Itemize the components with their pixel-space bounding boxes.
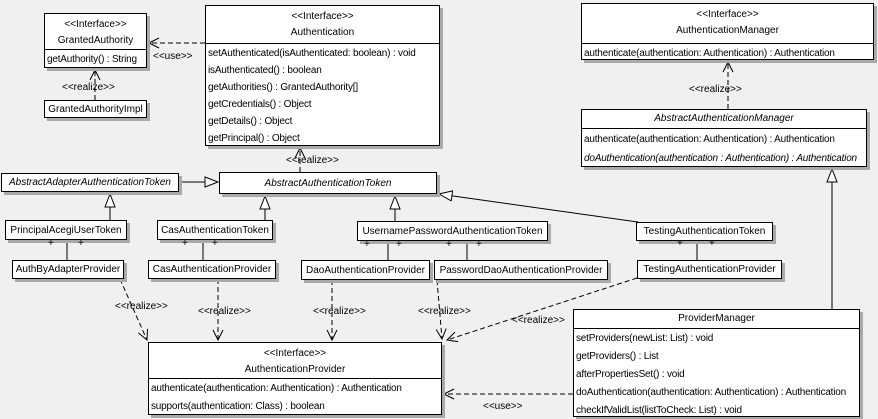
method-line: getAuthority() : String [47, 54, 137, 65]
association-plus-mark: + [182, 238, 188, 249]
realize-stereotype-label: <<realize>> [689, 84, 742, 95]
class-name: UsernamePasswordAuthenticationToken [362, 225, 543, 237]
method-line: getAuthorities() : GrantedAuthority[] [208, 82, 358, 93]
methods-compartment: authenticate(authentication: Authenticat… [149, 379, 441, 414]
association-plus-mark: + [212, 238, 218, 249]
class-name: AuthenticationProvider [244, 364, 346, 375]
class-abstract-authentication-manager[interactable]: AbstractAuthenticationManager authentica… [581, 109, 867, 167]
class-name: Authentication [290, 27, 355, 38]
class-authentication-provider[interactable]: <<Interface>> AuthenticationProvider aut… [148, 342, 442, 415]
realize-stereotype-label: <<realize>> [115, 301, 168, 312]
association-plus-mark: + [677, 238, 683, 249]
class-name: CasAuthenticationToken [161, 224, 269, 236]
method-line: afterPropertiesSet() : void [576, 369, 685, 380]
stereotype-label: <<Interface>> [263, 348, 327, 359]
class-title: <<Interface>> AuthenticationProvider [149, 343, 441, 379]
class-granted-authority[interactable]: <<Interface>> GrantedAuthority getAuthor… [44, 13, 147, 68]
realize-stereotype-label: <<realize>> [313, 306, 366, 317]
realize-stereotype-label: <<realize>> [512, 315, 565, 326]
class-name: AuthByAdapterProvider [15, 264, 121, 275]
class-testing-authentication-provider[interactable]: TestingAuthenticationProvider [637, 260, 782, 279]
class-name: AbstractAuthenticationToken [264, 177, 392, 189]
association-plus-mark: + [364, 239, 370, 250]
association-plus-mark: + [396, 239, 402, 250]
class-abstract-adapter-authentication-token[interactable]: AbstractAdapterAuthenticationToken [1, 173, 179, 192]
methods-compartment: authenticate(authentication: Authenticat… [582, 129, 866, 166]
method-line: authenticate(authentication: Authenticat… [151, 383, 402, 394]
method-line: checkIfValidList(listToCheck: List) : vo… [576, 405, 742, 416]
association-plus-mark: + [476, 239, 482, 250]
class-name: TestingAuthenticationProvider [643, 264, 776, 275]
method-line: isAuthenticated() : boolean [208, 65, 322, 76]
method-line: getPrincipal() : Object [208, 133, 300, 144]
class-testing-authentication-token[interactable]: TestingAuthenticationToken [636, 222, 773, 241]
class-name: DaoAuthenticationProvider [306, 264, 425, 276]
method-line: setAuthenticated(isAuthenticated: boolea… [208, 48, 416, 59]
class-title: <<Interface>> GrantedAuthority [45, 14, 146, 50]
class-name: GrantedAuthority [57, 35, 134, 46]
class-name: AuthenticationManager [676, 25, 779, 36]
class-name: CasAuthenticationProvider [152, 264, 272, 275]
class-cas-authentication-provider[interactable]: CasAuthenticationProvider [148, 260, 276, 279]
methods-compartment: setAuthenticated(isAuthenticated: boolea… [206, 44, 439, 145]
class-title: <<Interface>> AuthenticationManager [582, 4, 873, 44]
realize-stereotype-label: <<realize>> [286, 155, 339, 166]
methods-compartment: authenticate(authentication: Authenticat… [582, 44, 873, 59]
class-abstract-authentication-token[interactable]: AbstractAuthenticationToken [219, 172, 437, 194]
class-title: <<Interface>> Authentication [206, 6, 439, 44]
class-auth-by-adapter-provider[interactable]: AuthByAdapterProvider [12, 260, 124, 279]
use-stereotype-label: <<use>> [483, 401, 523, 412]
method-line: doAuthentication(authentication: Authent… [576, 387, 846, 398]
class-name: PrincipalAcegiUserToken [10, 224, 122, 236]
methods-compartment: getAuthority() : String [45, 50, 146, 67]
class-cas-authentication-token[interactable]: CasAuthenticationToken [157, 220, 273, 240]
stereotype-label: <<Interface>> [291, 11, 354, 22]
stereotype-label: <<Interface>> [64, 19, 127, 30]
realize-stereotype-label: <<realize>> [418, 306, 471, 317]
class-name: TestingAuthenticationToken [643, 226, 766, 237]
method-line: getDetails() : Object [208, 116, 293, 127]
association-plus-mark: + [48, 238, 54, 249]
method-line: getProviders() : List [576, 351, 659, 362]
class-name: AbstractAdapterAuthenticationToken [9, 177, 171, 188]
class-password-dao-authentication-provider[interactable]: PasswordDaoAuthenticationProvider [434, 260, 608, 280]
method-line: supports(authentication: Class) : boolea… [151, 401, 325, 412]
association-plus-mark: + [709, 238, 715, 249]
class-name: GrantedAuthorityImpl [48, 103, 143, 115]
stereotype-label: <<Interface>> [696, 9, 759, 20]
class-authentication[interactable]: <<Interface>> Authentication setAuthenti… [205, 5, 440, 146]
class-name: AbstractAuthenticationManager [582, 110, 866, 129]
class-dao-authentication-provider[interactable]: DaoAuthenticationProvider [301, 260, 430, 280]
method-line: authenticate(authentication: Authenticat… [584, 134, 835, 145]
method-line: doAuthentication(authentication : Authen… [584, 153, 857, 164]
class-principal-acegi-user-token[interactable]: PrincipalAcegiUserToken [5, 220, 127, 240]
class-name: PasswordDaoAuthenticationProvider [439, 264, 603, 276]
class-provider-manager[interactable]: ProviderManager setProviders(newList: Li… [573, 309, 860, 417]
method-line: authenticate(authentication: Authenticat… [584, 48, 835, 59]
class-username-password-authentication-token[interactable]: UsernamePasswordAuthenticationToken [357, 221, 548, 241]
methods-compartment: setProviders(newList: List) : void getPro… [574, 329, 859, 416]
realize-stereotype-label: <<realize>> [62, 82, 115, 93]
association-plus-mark: + [78, 238, 84, 249]
class-authentication-manager[interactable]: <<Interface>> AuthenticationManager auth… [581, 3, 874, 60]
realize-stereotype-label: <<realize>> [198, 306, 251, 317]
generalization-testingtoken[interactable] [437, 190, 639, 223]
class-granted-authority-impl[interactable]: GrantedAuthorityImpl [44, 100, 147, 118]
association-plus-mark: + [446, 239, 452, 250]
method-line: getCredentials() : Object [208, 99, 312, 110]
class-name: ProviderManager [574, 310, 859, 329]
method-line: setProviders(newList: List) : void [576, 333, 714, 344]
use-stereotype-label: <<use>> [153, 51, 193, 62]
